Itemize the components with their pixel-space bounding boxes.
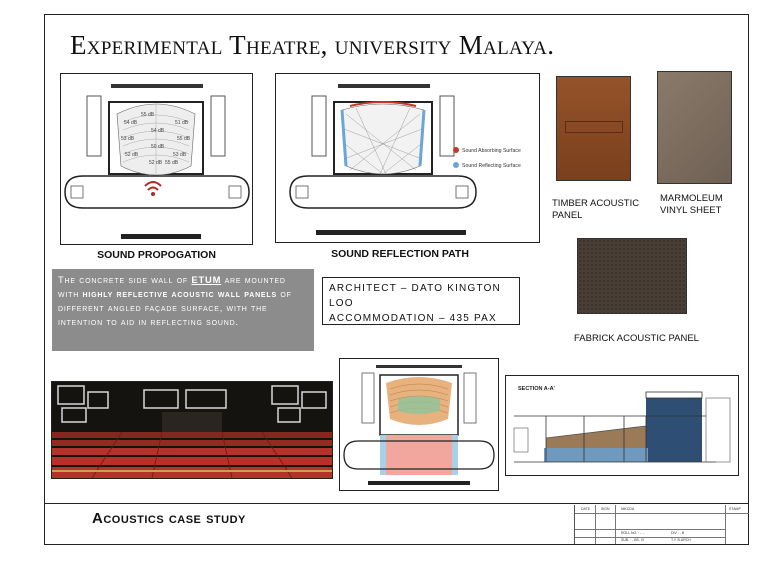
db-label: 50 dB — [151, 144, 165, 150]
db-label: 54 dB — [151, 128, 165, 134]
db-label: 55 dB — [177, 136, 191, 142]
table-sign: SIGN — [601, 507, 610, 511]
auditorium-photo — [51, 381, 333, 479]
db-label: 51 dB — [175, 120, 189, 126]
wifi-sound-icon — [144, 181, 162, 196]
reflection-plan-drawing: Sound Absorbing Surface Sound Reflecting… — [289, 84, 521, 235]
sound-propagation-plan: 55 dB 54 dB 51 dB 54 dB 53 dB 55 dB 50 d… — [60, 73, 253, 245]
db-label: 53 dB — [173, 152, 187, 158]
sound-reflection-plan: Sound Absorbing Surface Sound Reflecting… — [275, 73, 540, 243]
marmoleum-swatch — [657, 71, 732, 184]
fabrick-panel-swatch — [577, 238, 687, 314]
footer-title: Acoustics case study — [92, 510, 246, 527]
db-label: 54 dB — [124, 120, 138, 126]
page-title: Experimental Theatre, university Malaya. — [70, 30, 555, 60]
legend-absorbing: Sound Absorbing Surface — [462, 148, 521, 154]
desc-etum: ETUM — [191, 274, 222, 285]
timber-panel-swatch — [556, 76, 631, 181]
db-label: 55 dB — [165, 160, 179, 166]
desc-bold: highly reflective acoustic wall panels — [82, 288, 277, 299]
title-block-table: DATE SIGN NIKCDA STAMP ROLL NO. : - ... … — [574, 505, 749, 544]
table-stamp: STAMP — [729, 507, 741, 511]
caption-sound-reflection: SOUND REFLECTION PATH — [331, 248, 469, 260]
table-date: DATE — [581, 507, 591, 511]
title-block — [44, 503, 749, 545]
accommodation-info: ACCOMMODATION – 435 PAX — [329, 313, 497, 324]
db-label: 52 dB — [125, 152, 139, 158]
desc-text: The concrete side wall of — [58, 274, 192, 285]
propagation-plan-drawing: 55 dB 54 dB 51 dB 54 dB 53 dB 55 dB 50 d… — [64, 84, 250, 239]
table-div: DIV : - B — [671, 531, 685, 535]
table-roll: ROLL NO. : - ... — [621, 531, 646, 535]
table-ty: T.Y. B.ARCH — [671, 538, 691, 542]
db-label: 55 dB — [141, 112, 155, 118]
caption-sound-propagation: SOUND PROPOGATION — [97, 249, 216, 261]
legend-reflecting: Sound Reflecting Surface — [462, 163, 521, 169]
caption-fabrick: FABRICK ACOUSTIC PANEL — [574, 333, 699, 344]
project-info-box: ARCHITECT – DATO KINGTON LOO ACCOMMODATI… — [322, 277, 520, 325]
desc-text: are mounted with — [58, 274, 286, 299]
description-box: The concrete side wall of ETUM are mount… — [52, 269, 314, 351]
caption-marmoleum: MARMOLEUM VINYL SHEET — [660, 193, 723, 216]
table-nikcda: NIKCDA — [621, 507, 635, 511]
seating-plan — [339, 358, 499, 491]
db-label: 53 dB — [121, 136, 135, 142]
architect-info: ARCHITECT – DATO KINGTON LOO — [329, 283, 501, 309]
desc-text: of different angled façade surface, with… — [58, 288, 292, 327]
table-sub: SUB. : - BS- IV — [621, 538, 645, 542]
caption-timber: TIMBER ACOUSTIC PANEL — [552, 198, 640, 221]
db-label: 52 dB — [149, 160, 163, 166]
section-drawing: SECTION A-A' — [505, 375, 739, 476]
section-label: SECTION A-A' — [518, 386, 556, 392]
